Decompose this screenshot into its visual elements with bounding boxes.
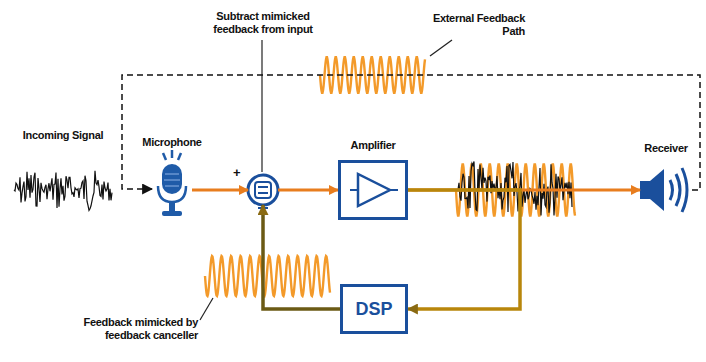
receiver: Receiver bbox=[640, 166, 692, 214]
part-label: Microphone bbox=[140, 136, 203, 148]
microphone: Microphone bbox=[152, 160, 192, 218]
signal-label-box: Incoming Signal bbox=[8, 129, 118, 142]
summing-junction bbox=[248, 175, 278, 208]
callout-label-box: Feedback mimicked by feedback canceller bbox=[50, 316, 198, 342]
signal-arrow bbox=[408, 190, 520, 309]
dsp-box: DSP bbox=[340, 284, 408, 334]
part-label: Receiver bbox=[642, 142, 689, 154]
signal-arrow bbox=[192, 189, 248, 192]
waveforms bbox=[14, 57, 575, 296]
callout-label-box: Subtract mimicked feedback from input bbox=[168, 10, 358, 36]
callout-label: Subtract mimicked feedback from input bbox=[213, 10, 312, 35]
leader-line bbox=[261, 40, 262, 172]
signal-arrow bbox=[278, 189, 338, 192]
signal-label: Incoming Signal bbox=[23, 129, 103, 141]
audio-signal bbox=[14, 171, 112, 211]
leader-line bbox=[200, 298, 213, 320]
part-label: Amplifier bbox=[349, 139, 398, 151]
signal-arrow bbox=[263, 205, 340, 309]
box-label: DSP bbox=[343, 287, 405, 331]
amplifier-box: Amplifier bbox=[338, 160, 408, 220]
feedback-path-arrow bbox=[122, 75, 700, 190]
callout-label: Feedback mimicked by feedback canceller bbox=[84, 316, 198, 341]
microphone-icon bbox=[158, 150, 186, 216]
summing-junction: + bbox=[248, 175, 278, 205]
callout-label-box: External Feedback Path bbox=[430, 12, 525, 38]
leader-line bbox=[430, 40, 452, 56]
feedback-wave bbox=[205, 256, 330, 296]
speaker-icon bbox=[640, 168, 687, 212]
callout-label: External Feedback Path bbox=[433, 12, 525, 37]
amplifier-symbol bbox=[350, 174, 398, 206]
sign-label: + bbox=[232, 166, 242, 179]
